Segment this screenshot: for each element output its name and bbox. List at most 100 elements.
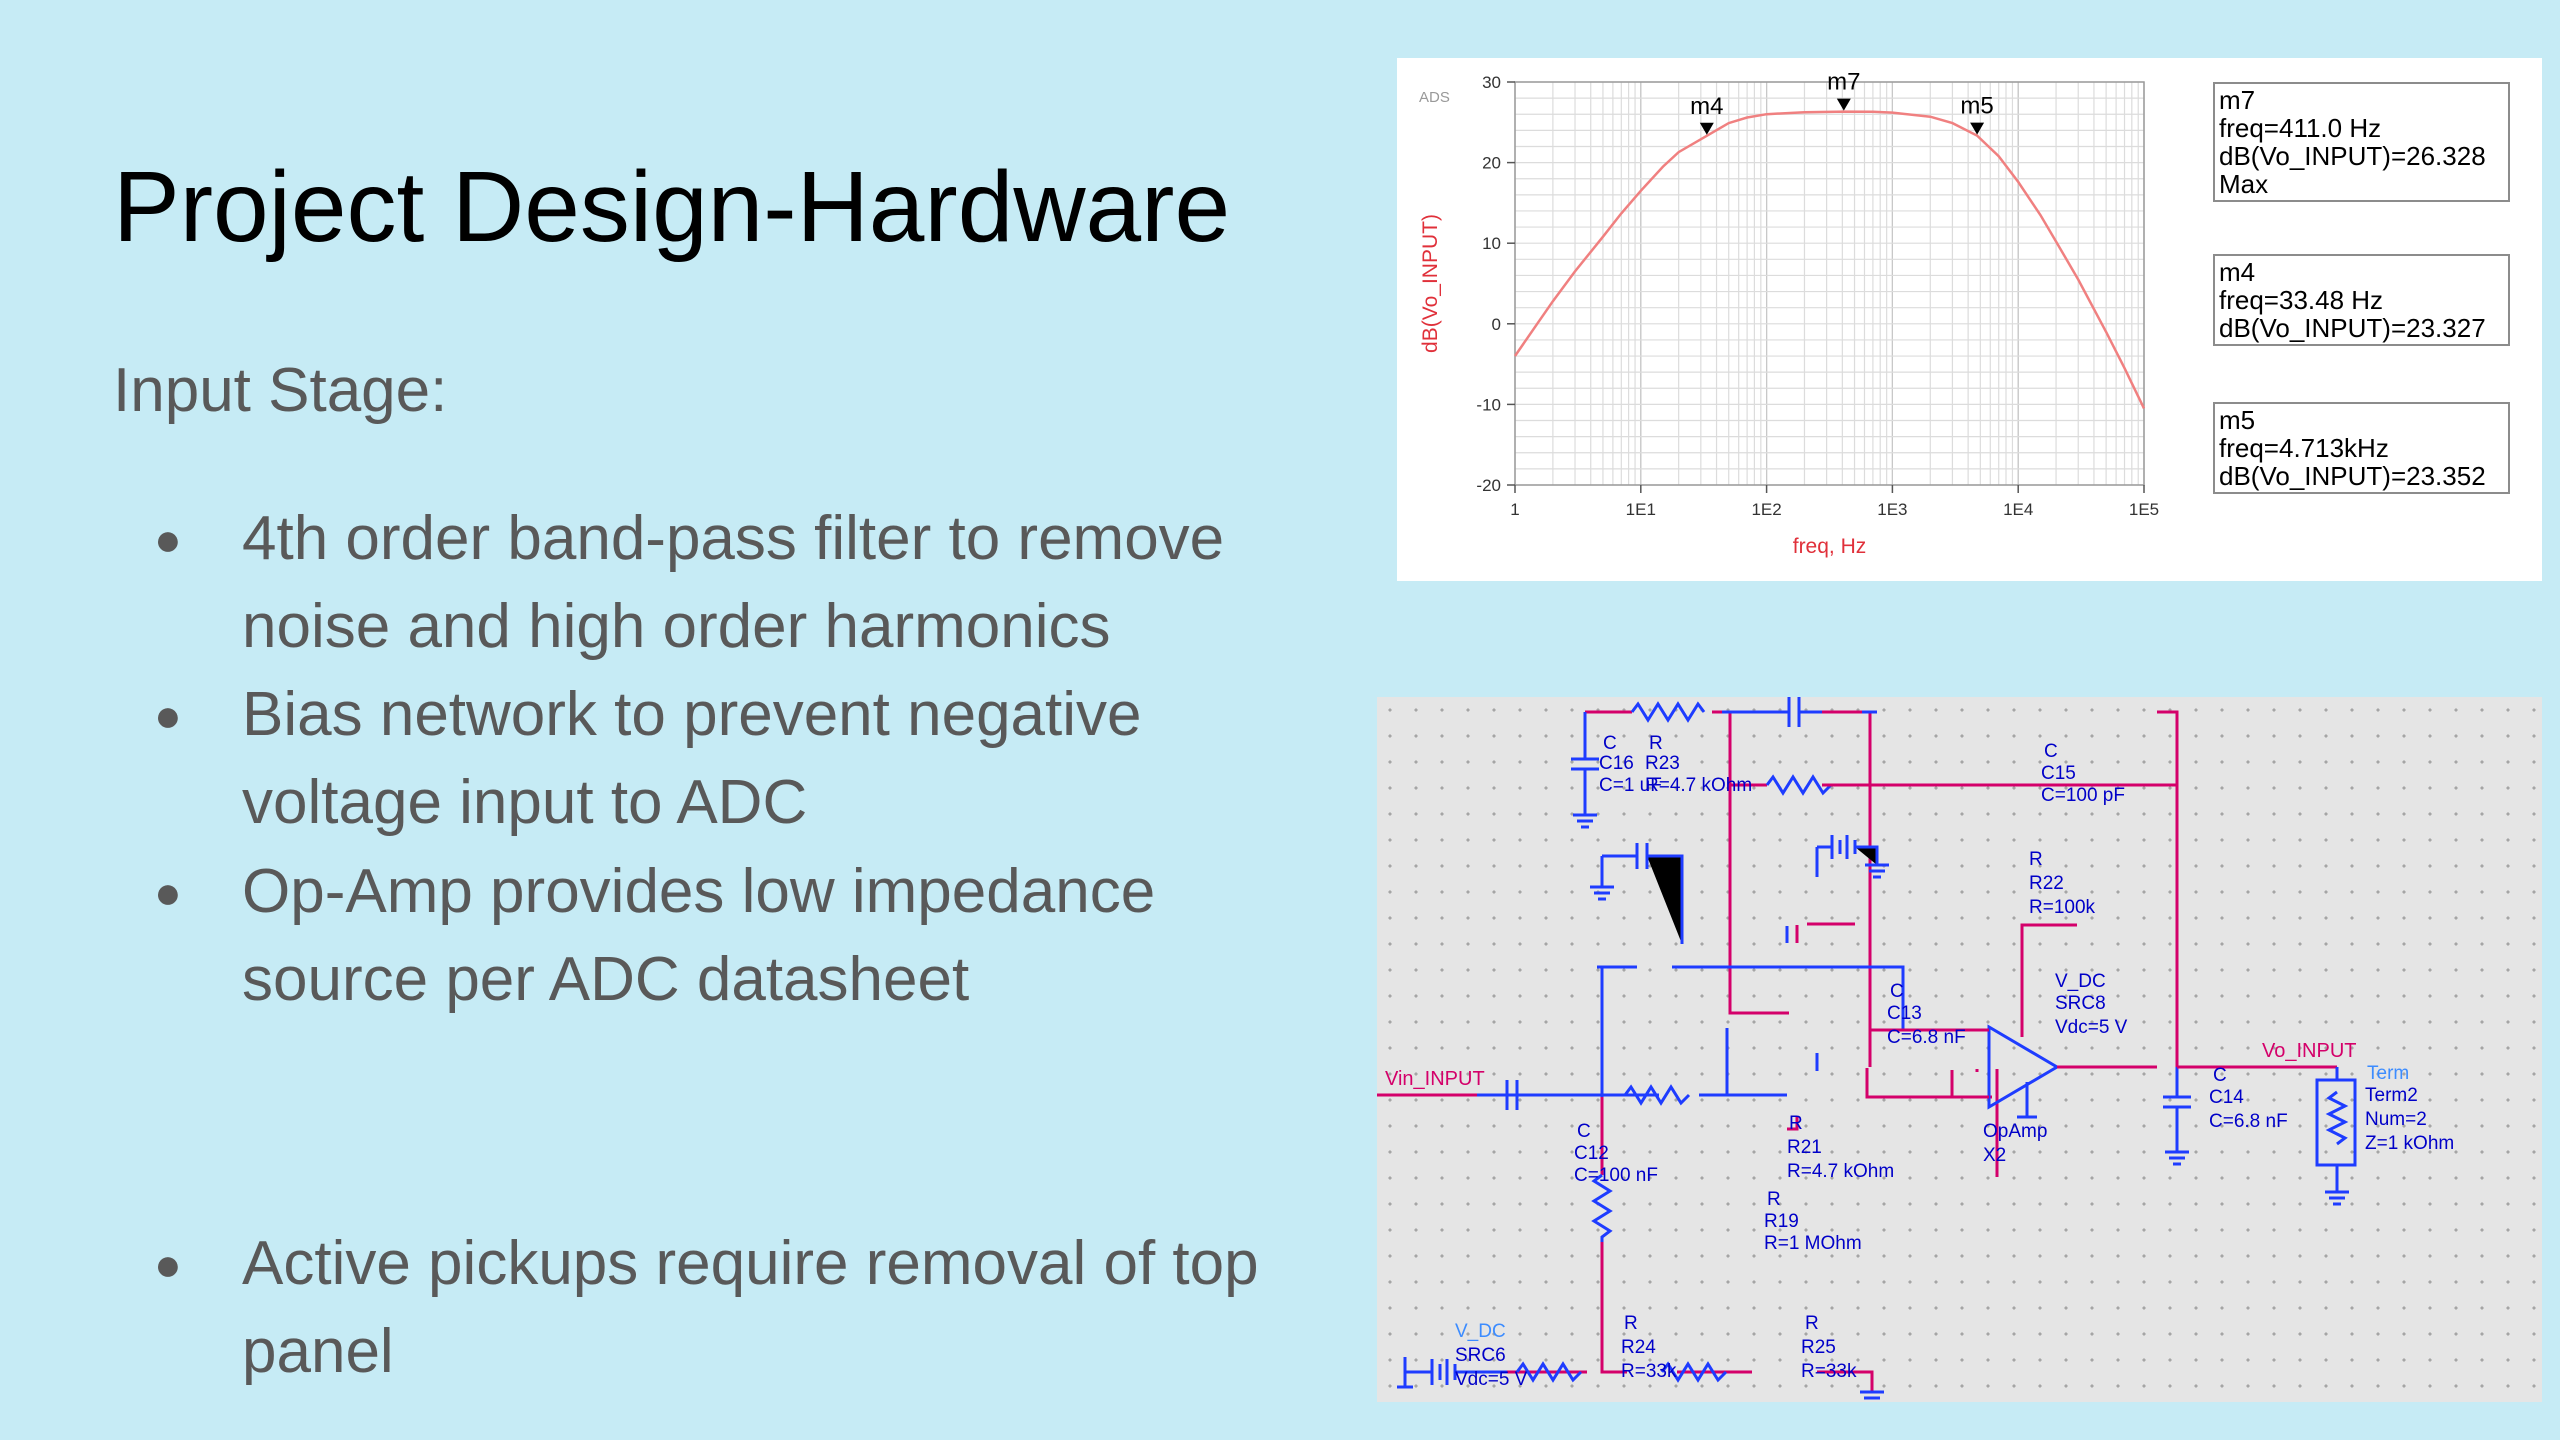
label-r22-value: R=100k xyxy=(2029,897,2096,918)
label-r25-type: R xyxy=(1805,1313,1819,1334)
bullet-line: noise and high order harmonics xyxy=(242,592,1111,661)
y-tick-label: 30 xyxy=(1482,73,1501,92)
bullet-dot-icon: ● xyxy=(154,689,182,741)
wires xyxy=(1377,710,1999,1392)
marker-readout-line: dB(Vo_INPUT)=23.327 xyxy=(2219,313,2486,343)
bullet-line: Active pickups require removal of top xyxy=(242,1229,1259,1298)
marker-readout-line: m4 xyxy=(2219,257,2256,287)
series-line xyxy=(1513,110,2146,409)
label-c14-value: C=6.8 nF xyxy=(2209,1111,2288,1132)
x-axis-label: freq, Hz xyxy=(1793,535,1867,558)
resistor-r23 xyxy=(1630,701,1706,723)
label-src6-value: Vdc=5 V xyxy=(1455,1369,1528,1390)
label-src6-name: SRC6 xyxy=(1455,1345,1506,1366)
label-r23-type: R xyxy=(1649,733,1663,754)
label-term2-type: Term xyxy=(2367,1063,2409,1084)
x-tick-label: 1E5 xyxy=(2129,500,2159,519)
x-tick-label: 1E1 xyxy=(1626,500,1656,519)
ground-icon xyxy=(1860,1390,1884,1400)
plot-frame xyxy=(1514,81,2145,486)
x-tick-label: 1E2 xyxy=(1751,500,1781,519)
label-term2-num: Num=2 xyxy=(2365,1109,2427,1130)
ads-logo: ADS xyxy=(1419,89,1450,106)
label-c16-name: C16 xyxy=(1599,753,1634,774)
resistor-r22 xyxy=(1765,774,1833,796)
label-r24-value: R=33k xyxy=(1621,1361,1677,1382)
marker-label-m7: m7 xyxy=(1827,69,1860,96)
marker-m5 xyxy=(1970,122,1985,135)
label-r23-value: R=4.7 kOhm xyxy=(1645,775,1752,796)
capacitor-c14 xyxy=(2163,1067,2191,1166)
capacitor-c12 xyxy=(1487,1080,1602,1110)
slide-subtitle: Input Stage: xyxy=(113,356,448,425)
label-c15-name: C15 xyxy=(2041,763,2076,784)
label-r19-name: R19 xyxy=(1764,1211,1799,1232)
marker-readout-line: m7 xyxy=(2219,85,2256,115)
label-r25-value: R=33k xyxy=(1801,1361,1857,1382)
schematic-svg: Vin_INPUT Vo_INPUT C C16 C=1 uF R R23 R=… xyxy=(1377,697,2454,1400)
marker-readout-line: Max xyxy=(2219,169,2269,199)
bullet-dot-icon: ● xyxy=(154,1238,182,1290)
marker-label-m5: m5 xyxy=(1960,93,1993,120)
marker-readout-line: freq=33.48 Hz xyxy=(2219,285,2384,315)
y-tick-label: -20 xyxy=(1476,476,1501,495)
schematic-canvas: Vin_INPUT Vo_INPUT C C16 C=1 uF R R23 R=… xyxy=(1377,697,2542,1402)
net-label-input: Vin_INPUT xyxy=(1385,1068,1485,1090)
marker-readout-line: freq=4.713kHz xyxy=(2219,433,2389,463)
slide-title: Project Design-Hardware xyxy=(113,151,1231,263)
battery-src8 xyxy=(1815,835,1889,879)
label-r19-type: R xyxy=(1767,1189,1781,1210)
label-src8-name: SRC8 xyxy=(2055,993,2106,1014)
opamp-x2 xyxy=(1822,710,2179,1119)
label-c15-type: C xyxy=(2044,741,2058,762)
label-r22-type: R xyxy=(2029,849,2043,870)
label-c15-value: C=100 pF xyxy=(2041,785,2125,806)
label-r24-type: R xyxy=(1624,1313,1638,1334)
label-r19-value: R=1 MOhm xyxy=(1764,1233,1862,1254)
y-tick-label: 0 xyxy=(1492,315,1501,334)
bullet-dot-icon: ● xyxy=(154,513,182,565)
bullet-line: 4th order band-pass filter to remove xyxy=(242,504,1225,573)
resistor-r21 xyxy=(1623,1084,1691,1106)
marker-m4 xyxy=(1699,122,1714,135)
battery-src6 xyxy=(1397,1357,1507,1389)
x-tick-label: 1 xyxy=(1510,500,1519,519)
label-src8-type: V_DC xyxy=(2055,971,2106,992)
y-axis-label: dB(Vo_INPUT) xyxy=(1419,214,1442,353)
capacitor-c16 xyxy=(1571,712,1599,829)
label-r21-value: R=4.7 kOhm xyxy=(1787,1161,1894,1182)
y-tick-label: 10 xyxy=(1482,234,1501,253)
capacitor-c13 xyxy=(1590,843,1684,944)
bullet-line: voltage input to ADC xyxy=(242,768,808,837)
label-r24-name: R24 xyxy=(1621,1337,1656,1358)
bullet-line: panel xyxy=(242,1317,394,1386)
label-c12-name: C12 xyxy=(1574,1143,1609,1164)
marker-readout-line: freq=411.0 Hz xyxy=(2219,113,2382,143)
y-tick-label: -10 xyxy=(1476,395,1501,414)
y-tick-label: 20 xyxy=(1482,154,1501,173)
label-src8-value: Vdc=5 V xyxy=(2055,1017,2128,1038)
bullet-line: Bias network to prevent negative xyxy=(242,680,1142,749)
label-opamp-name: X2 xyxy=(1983,1145,2006,1166)
label-c12-value: C=100 nF xyxy=(1574,1165,1658,1186)
x-tick-label: 1E3 xyxy=(1877,500,1907,519)
label-c12-type: C xyxy=(1577,1121,1591,1142)
label-c14-name: C14 xyxy=(2209,1087,2244,1108)
label-c16-type: C xyxy=(1603,733,1617,754)
label-r21-type: R xyxy=(1789,1113,1803,1134)
bullet-line: source per ADC datasheet xyxy=(242,945,970,1014)
label-r22-name: R22 xyxy=(2029,873,2064,894)
resistor-r19 xyxy=(1591,1173,1613,1242)
label-r23-name: R23 xyxy=(1645,753,1680,774)
marker-readout-line: m5 xyxy=(2219,405,2256,435)
bullet-line: Op-Amp provides low impedance xyxy=(242,857,1156,926)
marker-readout-line: dB(Vo_INPUT)=26.328 xyxy=(2219,141,2486,171)
label-c16-value: C=1 uF xyxy=(1599,775,1662,796)
capacitor-c15 xyxy=(1762,697,1822,727)
resistor-r24 xyxy=(1515,1361,1583,1383)
